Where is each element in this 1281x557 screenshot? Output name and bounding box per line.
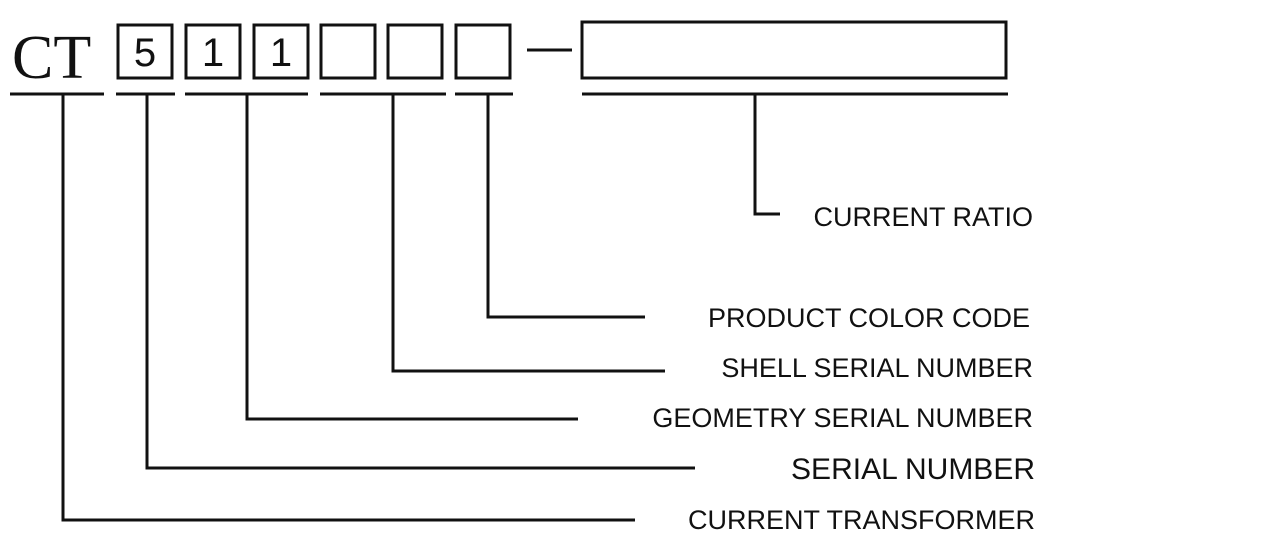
digit-box-4: [319, 23, 377, 80]
digit-box-1: [116, 23, 174, 80]
leader-current-transformer: [61, 94, 635, 522]
ratio-box: [580, 20, 1008, 80]
digit-box-5: [386, 23, 444, 80]
label-geometry-serial-number: GEOMETRY SERIAL NUMBER: [652, 403, 1033, 433]
digit-box-3: [252, 23, 310, 80]
label-current-transformer: CURRENT TRANSFORMER: [688, 505, 1035, 535]
digit-1: 5: [134, 31, 156, 75]
digit-2: 1: [202, 31, 224, 75]
leader-geometry-serial-number: [245, 94, 578, 421]
label-product-color-code: PRODUCT COLOR CODE: [708, 303, 1030, 333]
leader-serial-number: [145, 94, 695, 470]
leader-current-ratio: [753, 94, 780, 216]
digit-box-2: [184, 23, 242, 80]
digit-box-6: [454, 23, 512, 80]
label-current-ratio: CURRENT RATIO: [813, 202, 1033, 232]
label-shell-serial-number: SHELL SERIAL NUMBER: [721, 353, 1033, 383]
prefix-ct: CT: [12, 24, 91, 92]
digit-3: 1: [270, 31, 292, 75]
label-serial-number: SERIAL NUMBER: [791, 453, 1035, 486]
leader-shell-serial-number: [391, 94, 665, 373]
leader-product-color-code: [486, 94, 645, 319]
